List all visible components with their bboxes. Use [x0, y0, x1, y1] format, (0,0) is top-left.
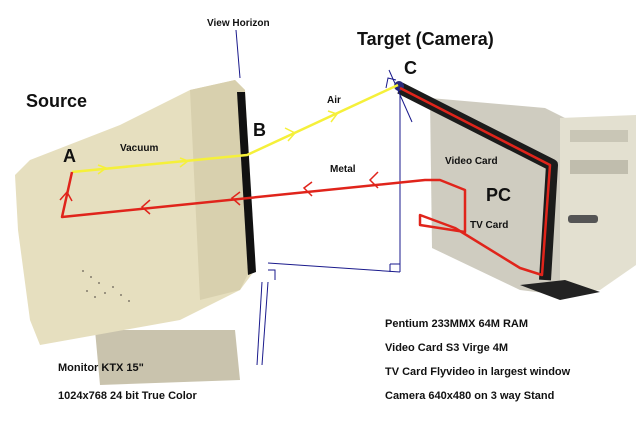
vacuum-air-path: [71, 83, 399, 174]
pc-spec-cpu: Pentium 233MMX 64M RAM: [385, 318, 529, 330]
metal-return-path: [60, 86, 552, 277]
red-arrows: [59, 171, 379, 215]
pc-illustration: [430, 98, 636, 300]
target-title: Target (Camera): [357, 29, 494, 49]
metal-label: Metal: [330, 164, 356, 175]
monitor-spec-model: Monitor KTX 15": [58, 362, 144, 374]
geometry-lines: [235, 29, 413, 366]
air-label: Air: [327, 95, 341, 106]
monitor-spec-resolution: 1024x768 24 bit True Color: [58, 390, 197, 402]
view-horizon-label: View Horizon: [207, 18, 270, 29]
point-b-label: B: [253, 120, 266, 140]
pc-label: PC: [486, 185, 512, 205]
yellow-arrows: [97, 110, 339, 175]
video-card-label: Video Card: [445, 156, 498, 167]
tv-card-label: TV Card: [470, 220, 509, 231]
pc-spec-camera: Camera 640x480 on 3 way Stand: [385, 390, 555, 402]
monitor-illustration: [15, 80, 256, 385]
source-label: Source: [26, 91, 88, 111]
pc-spec-video-card: Video Card S3 Virge 4M: [385, 342, 509, 354]
point-a-label: A: [63, 146, 76, 166]
pc-spec-tv-card: TV Card Flyvideo in largest window: [385, 366, 571, 378]
monitor-bezel: [237, 92, 256, 275]
vacuum-label: Vacuum: [120, 143, 159, 154]
point-c-label: C: [404, 58, 417, 78]
